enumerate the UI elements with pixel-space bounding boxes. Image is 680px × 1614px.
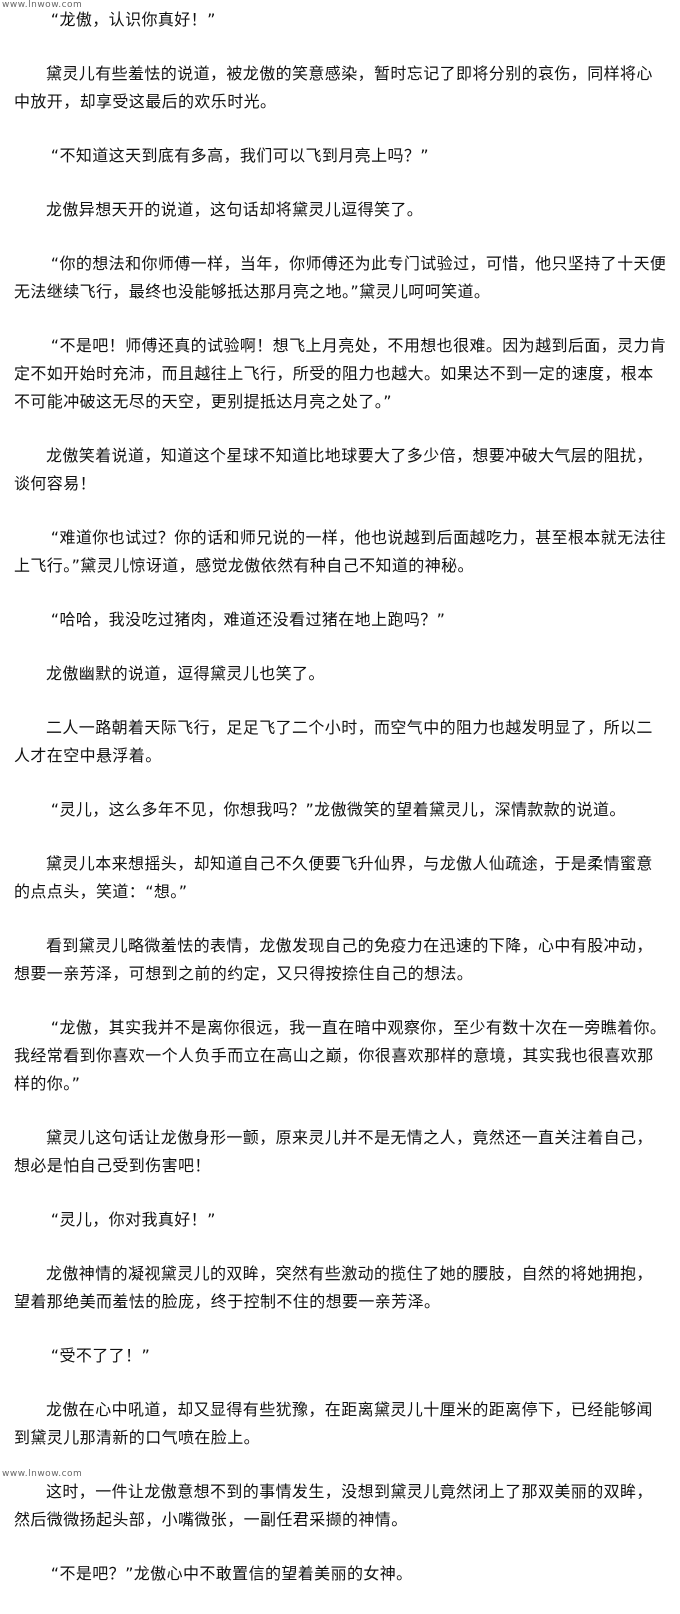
paragraph: 看到黛灵儿略微羞怯的表情，龙傲发现自己的免疫力在迅速的下降，心中有股冲动，想要一… <box>14 936 653 983</box>
watermark-bottom: www.lnwow.com <box>2 1469 83 1479</box>
paragraph: “你的想法和你师傅一样，当年，你师傅还为此专门试验过，可惜，他只坚持了十天便无法… <box>14 254 667 301</box>
paragraph: 龙傲笑着说道，知道这个星球不知道比地球要大了多少倍，想要冲破大气层的阻扰，谈何容… <box>14 446 653 493</box>
chapter-text: “龙傲，认识你真好！” 黛灵儿有些羞怯的说道，被龙傲的笑意感染，暂时忘记了即将分… <box>14 6 668 1614</box>
paragraph: 龙傲神情的凝视黛灵儿的双眸，突然有些激动的揽住了她的腰肢，自然的将她拥抱，望着那… <box>14 1264 653 1311</box>
paragraph: 黛灵儿本来想摇头，却知道自己不久便要飞升仙界，与龙傲人仙疏途，于是柔情蜜意的点点… <box>14 854 653 901</box>
paragraph: 龙傲在心中吼道，却又显得有些犹豫，在距离黛灵儿十厘米的距离停下，已经能够闻到黛灵… <box>14 1400 653 1447</box>
paragraph: “灵儿，这么多年不见，你想我吗？”龙傲微笑的望着黛灵儿，深情款款的说道。 <box>50 800 626 819</box>
paragraph: “受不了了！” <box>50 1346 151 1365</box>
paragraph: 黛灵儿这句话让龙傲身形一颤，原来灵儿并不是无情之人，竟然还一直关注着自己，想必是… <box>14 1128 653 1175</box>
paragraph: 龙傲幽默的说道，逗得黛灵儿也笑了。 <box>46 664 325 683</box>
paragraph: “灵儿，你对我真好！” <box>50 1210 216 1229</box>
paragraph: 黛灵儿有些羞怯的说道，被龙傲的笑意感染，暂时忘记了即将分别的哀伤，同样将心中放开… <box>14 64 653 111</box>
paragraph: “难道你也试过？你的话和师兄说的一样，他也说越到后面越吃力，甚至根本就无法往上飞… <box>14 528 667 575</box>
paragraph: 这时，一件让龙傲意想不到的事情发生，没想到黛灵儿竟然闭上了那双美丽的双眸，然后微… <box>14 1482 653 1529</box>
paragraph: 二人一路朝着天际飞行，足足飞了二个小时，而空气中的阻力也越发明显了，所以二人才在… <box>14 718 653 765</box>
paragraph: “龙傲，认识你真好！” <box>50 10 216 29</box>
paragraph: “不是吧？”龙傲心中不敢置信的望着美丽的女神。 <box>50 1564 413 1583</box>
paragraph: 龙傲异想天开的说道，这句话却将黛灵儿逗得笑了。 <box>46 200 424 219</box>
paragraph: “哈哈，我没吃过猪肉，难道还没看过猪在地上跑吗？” <box>50 610 446 629</box>
paragraph: “不是吧！师傅还真的试验啊！想飞上月亮处，不用想也很难。因为越到后面，灵力肯定不… <box>14 336 667 411</box>
paragraph: “龙傲，其实我并不是离你很远，我一直在暗中观察你，至少有数十次在一旁瞧着你。我经… <box>14 1018 667 1093</box>
watermark-top: www.lnwow.com <box>2 0 83 10</box>
paragraph: “不知道这天到底有多高，我们可以飞到月亮上吗？” <box>50 146 429 165</box>
